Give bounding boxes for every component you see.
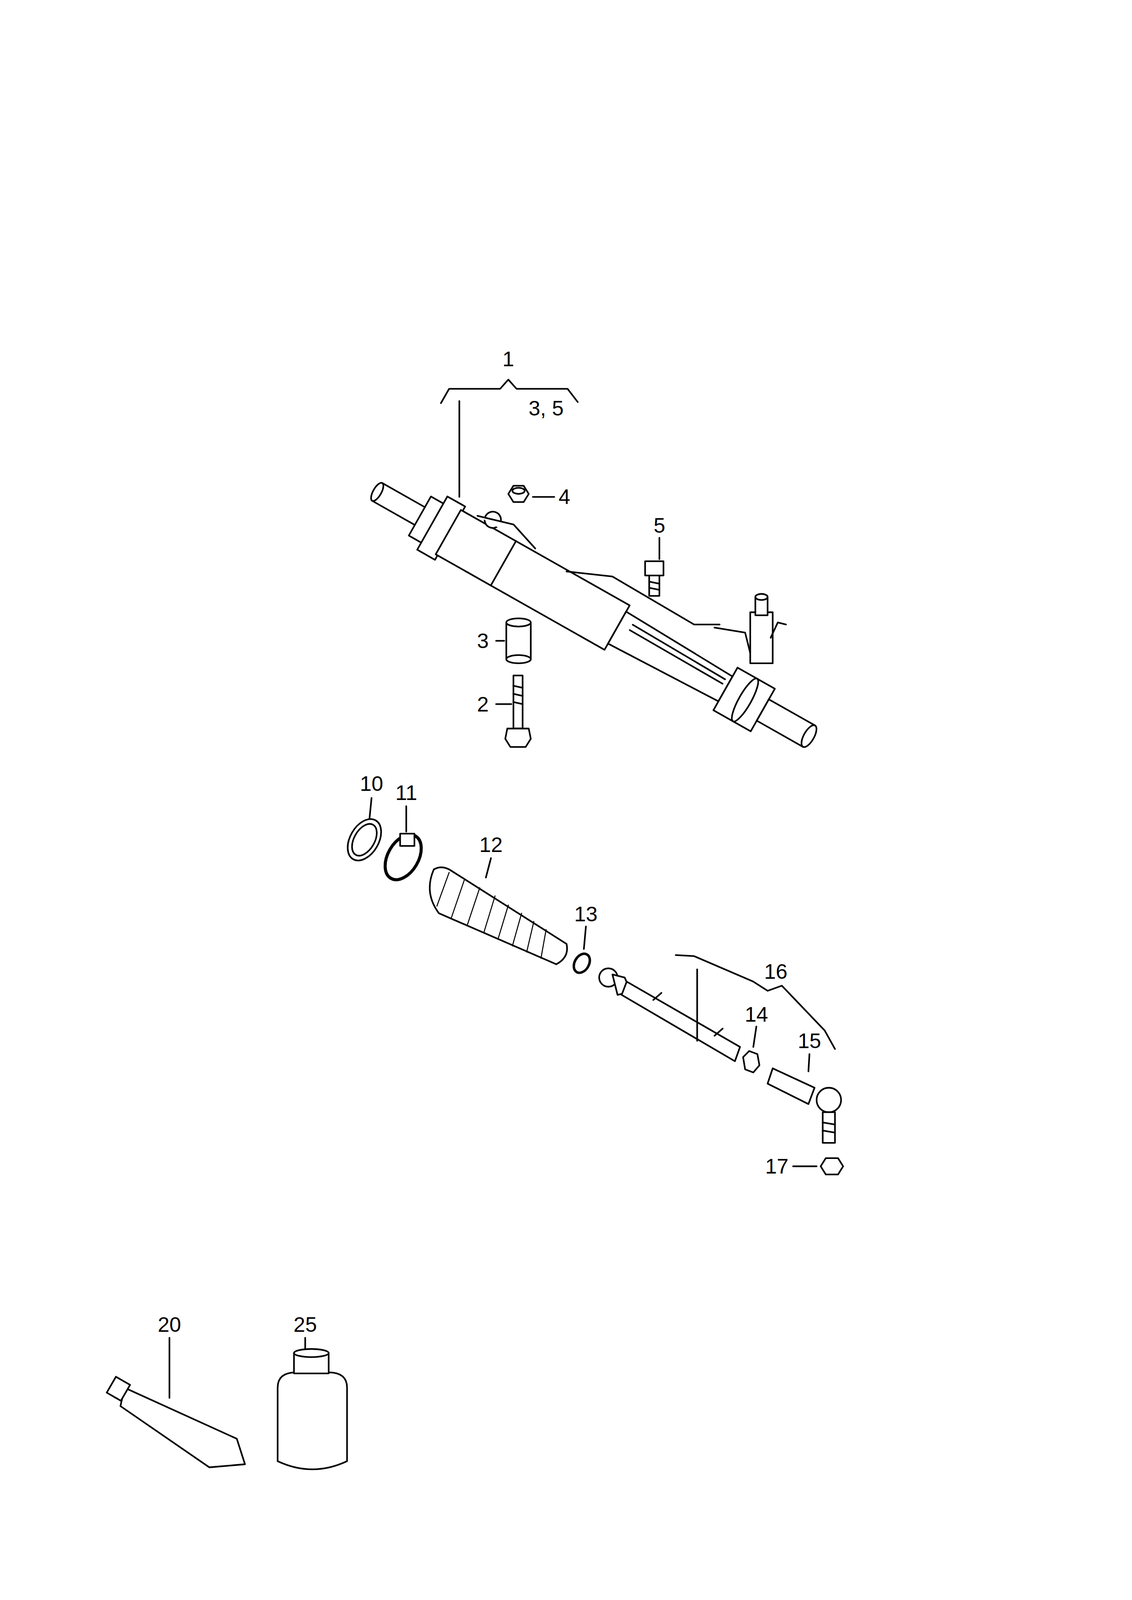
callout-number: 4 bbox=[558, 486, 571, 508]
callout-number: 1 bbox=[502, 348, 515, 370]
callout-number: 12 bbox=[479, 834, 503, 856]
callout-number: 5 bbox=[653, 515, 666, 537]
callout-number: 20 bbox=[157, 1314, 182, 1336]
callout-number: 16 bbox=[764, 961, 788, 983]
callout-number: 25 bbox=[293, 1314, 317, 1336]
callout-number: 10 bbox=[359, 773, 384, 795]
callout-number: 3 bbox=[476, 630, 489, 652]
callout-number: 13 bbox=[574, 903, 598, 925]
callout-number: 15 bbox=[797, 1030, 821, 1052]
callout-number: 3, 5 bbox=[528, 397, 564, 419]
callout-number: 11 bbox=[395, 782, 418, 804]
callout-number: 14 bbox=[744, 1004, 768, 1026]
callout-number: 2 bbox=[476, 693, 489, 715]
callout-number: 17 bbox=[765, 1156, 789, 1178]
